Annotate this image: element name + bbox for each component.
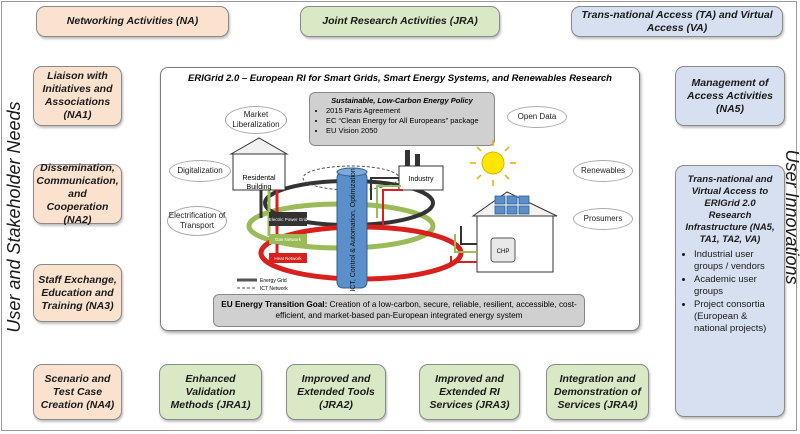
jra4-label: Integration and Demonstration of Service… [554, 372, 641, 411]
legend-ict-label: ICT Network [260, 286, 288, 292]
joint-research-activities-box: Joint Research Activities (JRA) [300, 6, 500, 37]
house-power-line [460, 226, 477, 245]
legend-energy-label: Energy Grid [260, 278, 287, 284]
market-liberalization-label: Market Liberalization [232, 110, 280, 129]
prosumer-house [471, 191, 558, 273]
ict-tower [336, 167, 368, 289]
user-stakeholder-needs-label: User and Stakeholder Needs [4, 101, 24, 333]
jra3-label: Improved and Extended RI Services (JRA3) [429, 372, 510, 411]
access-list-item: Project consortia (European & national p… [694, 299, 778, 335]
industry-power-line [370, 177, 399, 200]
policy-item: 2015 Paris Agreement [326, 106, 488, 116]
energy-system-schematic: Industry Electric Power Grid Gas Network… [229, 137, 558, 292]
industry-factory [398, 150, 444, 191]
prosumers-ellipse: Prosumers [573, 208, 633, 230]
goal-text: Creation of a low-carbon, secure, reliab… [275, 300, 577, 320]
networking-activities-label: Networking Activities (NA) [66, 15, 199, 27]
policy-list: 2015 Paris Agreement EC “Clean Energy fo… [316, 106, 488, 136]
industry-label: Industry [409, 176, 434, 183]
na1-label: Liaison with Initiatives and Association… [42, 70, 113, 121]
erigrid-center-panel: ERIGrid 2.0 – European RI for Smart Grid… [160, 67, 640, 331]
access-list-item: Academic user groups [694, 274, 778, 298]
na4-box: Scenario and Test Case Creation (NA4) [33, 364, 122, 420]
digitalization-ellipse: Digitalization [169, 160, 231, 182]
heat-network-label: Heat Network [274, 256, 302, 261]
na5-label: Management of Access Activities (NA5) [687, 76, 773, 115]
access-list-title: Trans-national and Virtual Access to ERI… [685, 174, 775, 245]
electrification-ellipse: Electrification of Transport [167, 206, 227, 236]
power-grid-label: Electric Power Grid [269, 217, 308, 222]
industry-gas-line [376, 185, 401, 218]
policy-item: EU Vision 2050 [326, 126, 488, 136]
na3-box: Staff Exchange, Education and Training (… [33, 264, 122, 322]
na4-label: Scenario and Test Case Creation (NA4) [40, 372, 115, 411]
residential-building-label: Residental Building [242, 175, 276, 191]
residential-building [229, 137, 289, 191]
jra2-label: Improved and Extended Tools (JRA2) [297, 372, 375, 411]
na3-label: Staff Exchange, Education and Training (… [38, 273, 117, 312]
joint-research-activities-label: Joint Research Activities (JRA) [322, 15, 478, 27]
renewables-ellipse: Renewables [573, 160, 633, 182]
sun-icon [470, 140, 516, 186]
jra1-box: Enhanced Validation Methods (JRA1) [159, 364, 262, 420]
gas-network-label: Gas Network [275, 237, 302, 242]
policy-item: EC “Clean Energy for All Europeans” pack… [326, 116, 488, 126]
jra4-box: Integration and Demonstration of Service… [546, 364, 649, 420]
energy-policy-box: Sustainable, Low-Carbon Energy Policy 20… [309, 92, 495, 146]
na1-box: Liaison with Initiatives and Association… [33, 66, 122, 126]
na2-box: Dissemination, Communication, and Cooper… [33, 161, 122, 226]
center-title: ERIGrid 2.0 – European RI for Smart Grid… [188, 73, 612, 84]
electrification-label: Electrification of Transport [168, 211, 226, 230]
digitalization-label: Digitalization [177, 166, 223, 175]
open-data-label: Open Data [517, 112, 557, 121]
open-data-ellipse: Open Data [507, 106, 567, 128]
jra1-label: Enhanced Validation Methods (JRA1) [170, 372, 251, 411]
trans-national-access-label: Trans-national Access (TA) and Virtual A… [581, 8, 773, 34]
jra2-box: Improved and Extended Tools (JRA2) [286, 364, 386, 420]
access-list: Industrial user groups / vendors Academi… [682, 249, 778, 335]
house-gas-line [454, 234, 477, 253]
policy-title: Sustainable, Low-Carbon Energy Policy [331, 96, 473, 105]
access-list-item: Industrial user groups / vendors [694, 249, 778, 273]
heat-network-tag [269, 253, 307, 263]
na5-box: Management of Access Activities (NA5) [675, 66, 785, 126]
industry-heat-line [382, 189, 403, 230]
jra3-box: Improved and Extended RI Services (JRA3) [419, 364, 520, 420]
power-grid-tag [269, 212, 307, 226]
ict-tower-label: ICT, Control & Automation, Optimization [350, 168, 357, 291]
chp-unit [490, 237, 516, 263]
energy-transition-goal-box: EU Energy Transition Goal: Creation of a… [213, 294, 585, 327]
house-heat-line [450, 256, 477, 263]
na2-label: Dissemination, Communication, and Cooper… [36, 161, 119, 226]
networking-activities-box: Networking Activities (NA) [36, 6, 229, 37]
prosumers-label: Prosumers [583, 214, 623, 223]
chp-label: CHP [497, 249, 510, 255]
market-liberalization-ellipse: Market Liberalization [225, 106, 287, 134]
goal-label: EU Energy Transition Goal: [221, 300, 328, 309]
renewables-label: Renewables [580, 166, 626, 175]
access-list-box: Trans-national and Virtual Access to ERI… [675, 165, 785, 417]
gas-network-tag [269, 234, 307, 244]
solar-panels [494, 195, 530, 215]
trans-national-access-box: Trans-national Access (TA) and Virtual A… [571, 6, 783, 37]
